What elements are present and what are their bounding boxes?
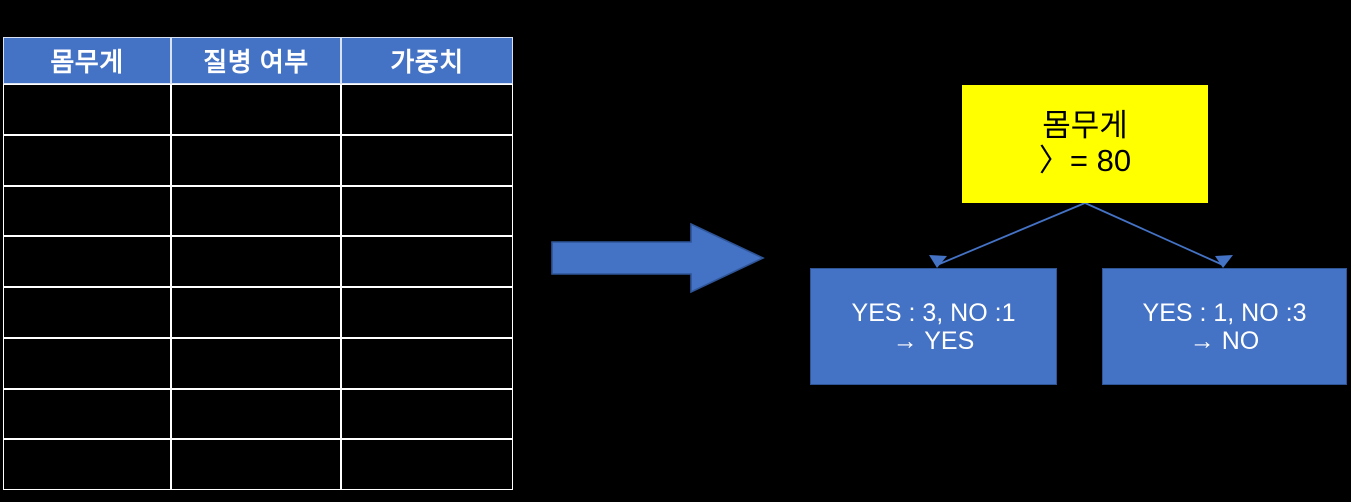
table-cell — [341, 337, 513, 389]
table-header-row: 몸무게 질병 여부 가중치 — [3, 37, 513, 84]
table-cell — [171, 84, 341, 135]
table-cell — [341, 236, 513, 287]
table-row — [3, 84, 513, 135]
table-cell — [3, 236, 171, 287]
table-cell — [171, 388, 341, 440]
left-leaf-counts: YES : 3, NO :1 — [851, 298, 1016, 327]
tree-node-right-leaf[interactable]: YES : 1, NO :3 → NO — [1102, 268, 1347, 385]
edge-root-to-left — [936, 202, 1086, 266]
root-condition-threshold: 〉= 80 — [1038, 143, 1132, 178]
table-cell — [3, 388, 171, 440]
table-cell — [171, 337, 341, 389]
table-cell — [3, 185, 171, 237]
arrow-shape — [551, 222, 765, 294]
table-row — [3, 337, 513, 389]
table-row — [3, 134, 513, 186]
tree-node-root[interactable]: 몸무게 〉= 80 — [962, 85, 1208, 203]
right-leaf-prediction: → NO — [1189, 326, 1260, 355]
table-cell — [341, 388, 513, 440]
arrowhead-left-icon — [929, 255, 947, 268]
table-cell — [341, 439, 513, 490]
table-row — [3, 236, 513, 287]
left-leaf-prediction: → YES — [892, 326, 975, 355]
decision-tree: 몸무게 〉= 80 YES : 3, NO :1 → YES YES : 1, … — [760, 75, 1351, 405]
table-cell — [3, 134, 171, 186]
column-header-weight: 몸무게 — [3, 37, 171, 84]
data-table: 몸무게 질병 여부 가중치 — [3, 37, 513, 490]
table-row — [3, 388, 513, 440]
table-row — [3, 439, 513, 490]
table-cell — [171, 287, 341, 338]
arrowhead-right-icon — [1215, 255, 1233, 268]
table-cell — [171, 185, 341, 237]
table-cell — [341, 287, 513, 338]
edge-root-to-right — [1084, 202, 1224, 266]
table-row — [3, 185, 513, 237]
right-leaf-counts: YES : 1, NO :3 — [1142, 298, 1307, 327]
root-condition-attribute: 몸무게 — [1042, 108, 1128, 144]
table-row — [3, 287, 513, 338]
column-header-disease: 질병 여부 — [171, 37, 341, 84]
tree-node-left-leaf[interactable]: YES : 3, NO :1 → YES — [810, 268, 1057, 385]
table-cell — [171, 439, 341, 490]
table-cell — [3, 337, 171, 389]
table-cell — [3, 84, 171, 135]
table-cell — [171, 236, 341, 287]
table-cell — [341, 84, 513, 135]
table-cell — [341, 134, 513, 186]
right-block-arrow-icon — [551, 222, 765, 294]
table-cell — [3, 287, 171, 338]
column-header-weightval: 가중치 — [341, 37, 513, 84]
table-cell — [171, 134, 341, 186]
table-cell — [341, 185, 513, 237]
table-cell — [3, 439, 171, 490]
